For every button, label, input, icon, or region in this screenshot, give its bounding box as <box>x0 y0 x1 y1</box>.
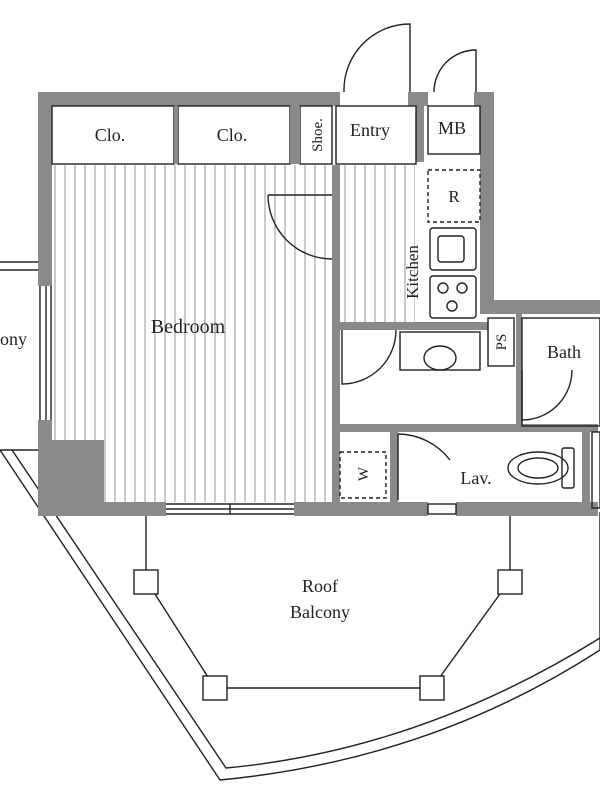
hall-door <box>341 329 397 385</box>
roof-balcony-label-2: Balcony <box>290 602 350 622</box>
balcony-post <box>419 675 445 701</box>
bath-door <box>521 369 573 421</box>
side-balcony <box>0 261 38 451</box>
entry-door <box>343 23 411 93</box>
bedroom-label: Bedroom <box>151 316 226 338</box>
toilet-bowl <box>507 451 569 485</box>
roof-balcony-label-1: Roof <box>302 576 338 596</box>
bedroom-door <box>267 194 333 260</box>
balcony-post <box>133 569 159 595</box>
entry-label: Entry <box>350 120 390 140</box>
balcony-post <box>497 569 523 595</box>
roof-balcony-outline <box>0 449 600 781</box>
mb-cabinet <box>427 105 481 155</box>
bath-label: Bath <box>547 342 581 362</box>
toilet-tank <box>561 447 575 489</box>
closet-left-label: Clo. <box>95 125 126 145</box>
kitchen-floor <box>340 165 415 327</box>
ps-label: PS <box>494 334 510 351</box>
bath-room <box>521 317 600 427</box>
shoe-label: Shoe. <box>310 118 326 152</box>
side-balcony-label: ony <box>0 329 27 349</box>
ps-shaft <box>487 317 515 367</box>
refrigerator <box>427 169 481 223</box>
mb-door <box>433 49 477 93</box>
wash-basin <box>399 331 481 371</box>
entry-area <box>335 105 417 165</box>
kitchen-stove <box>429 275 477 319</box>
closet-right-label: Clo. <box>217 125 248 145</box>
mb-label: MB <box>438 118 466 138</box>
washer-space <box>339 451 387 499</box>
windows <box>39 286 457 515</box>
washer-label: W <box>356 466 372 481</box>
lavatory-label: Lav. <box>460 468 491 488</box>
refrigerator-label: R <box>448 187 460 206</box>
lavatory-door <box>397 433 451 500</box>
kitchen-sink <box>429 227 477 271</box>
balcony-post <box>202 675 228 701</box>
kitchen-label: Kitchen <box>403 245 422 299</box>
